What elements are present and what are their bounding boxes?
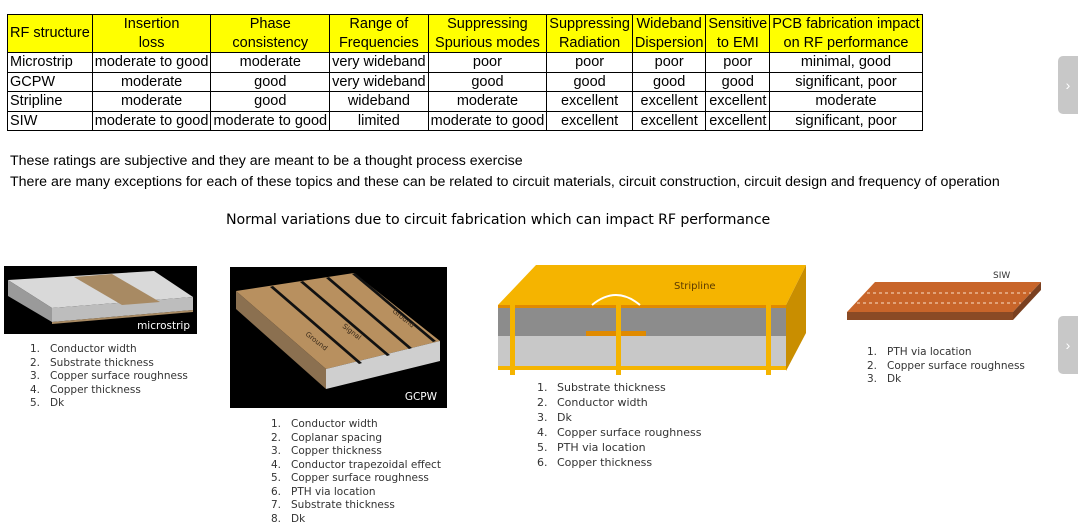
- table-cell: excellent: [632, 92, 706, 112]
- table-cell: significant, poor: [770, 72, 922, 92]
- list-item: 5.Copper surface roughness: [271, 472, 441, 486]
- table-cell: poor: [547, 53, 633, 73]
- table-cell: minimal, good: [770, 53, 922, 73]
- gcpw-figure: Signal Ground Ground GCPW: [230, 267, 447, 408]
- list-item: 3.Dk: [537, 410, 701, 425]
- table-row: Microstrip moderate to good moderate ver…: [8, 53, 923, 73]
- list-item: 3.Copper surface roughness: [30, 370, 188, 384]
- table-cell: very wideband: [330, 53, 429, 73]
- list-item: 3.Dk: [867, 373, 1025, 387]
- list-item: 4.Copper surface roughness: [537, 425, 701, 440]
- list-item: 2.Copper surface roughness: [867, 360, 1025, 374]
- table-cell: excellent: [706, 92, 770, 112]
- table-cell: excellent: [632, 111, 706, 131]
- list-item: 2.Conductor width: [537, 395, 701, 410]
- list-item: 5.PTH via location: [537, 440, 701, 455]
- table-cell: moderate to good: [92, 53, 211, 73]
- table-cell: limited: [330, 111, 429, 131]
- list-item: 2.Coplanar spacing: [271, 432, 441, 446]
- table-row: SIW moderate to good moderate to good li…: [8, 111, 923, 131]
- list-item: 4.Copper thickness: [30, 384, 188, 398]
- list-item: 3.Copper thickness: [271, 445, 441, 459]
- table-cell: good: [706, 72, 770, 92]
- slider-next-button-lower[interactable]: ›: [1058, 316, 1078, 374]
- table-cell: moderate: [428, 92, 547, 112]
- table-cell: excellent: [547, 92, 633, 112]
- stripline-figure: Stripline: [496, 263, 810, 375]
- table-cell: good: [632, 72, 706, 92]
- list-item: 2.Substrate thickness: [30, 357, 188, 371]
- microstrip-list: 1.Conductor width 2.Substrate thickness …: [30, 343, 188, 411]
- table-cell: excellent: [547, 111, 633, 131]
- section-subtitle: Normal variations due to circuit fabrica…: [226, 212, 770, 228]
- table-cell: very wideband: [330, 72, 429, 92]
- table-cell: poor: [428, 53, 547, 73]
- list-item: 5.Dk: [30, 397, 188, 411]
- table-cell: excellent: [706, 111, 770, 131]
- list-item: 1.Conductor width: [30, 343, 188, 357]
- table-cell: moderate: [770, 92, 922, 112]
- list-item: 1.Conductor width: [271, 418, 441, 432]
- table-cell: poor: [632, 53, 706, 73]
- list-item: 1.Substrate thickness: [537, 380, 701, 395]
- gcpw-list: 1.Conductor width 2.Coplanar spacing 3.C…: [271, 418, 441, 526]
- siw-figure: SIW: [845, 268, 1045, 330]
- stripline-list: 1.Substrate thickness 2.Conductor width …: [537, 380, 701, 470]
- slider-next-button[interactable]: ›: [1058, 56, 1078, 114]
- table-cell: moderate: [92, 92, 211, 112]
- header-rf-structure: RF structure: [8, 15, 93, 53]
- table-cell: GCPW: [8, 72, 93, 92]
- table-cell: good: [428, 72, 547, 92]
- microstrip-label: microstrip: [137, 320, 190, 332]
- table-row: Stripline moderate good wideband moderat…: [8, 92, 923, 112]
- stripline-label: Stripline: [674, 281, 716, 292]
- note-subjective: These ratings are subjective and they ar…: [10, 153, 523, 169]
- table-cell: Stripline: [8, 92, 93, 112]
- table-cell: poor: [706, 53, 770, 73]
- siw-label: SIW: [993, 271, 1010, 281]
- list-item: 4.Conductor trapezoidal effect: [271, 459, 441, 473]
- list-item: 6.Copper thickness: [537, 455, 701, 470]
- list-item: 6.PTH via location: [271, 486, 441, 500]
- list-item: 7.Substrate thickness: [271, 499, 441, 513]
- table-cell: moderate to good: [211, 111, 330, 131]
- table-cell: good: [547, 72, 633, 92]
- table-cell: significant, poor: [770, 111, 922, 131]
- table-cell: moderate: [211, 53, 330, 73]
- siw-list: 1.PTH via location 2.Copper surface roug…: [867, 346, 1025, 387]
- table-cell: SIW: [8, 111, 93, 131]
- table-cell: good: [211, 92, 330, 112]
- table-cell: wideband: [330, 92, 429, 112]
- note-exceptions: There are many exceptions for each of th…: [10, 174, 1000, 190]
- table-cell: moderate: [92, 72, 211, 92]
- list-item: 1.PTH via location: [867, 346, 1025, 360]
- list-item: 8.Dk: [271, 513, 441, 526]
- table-cell: moderate to good: [428, 111, 547, 131]
- chevron-right-icon: ›: [1066, 337, 1071, 353]
- microstrip-figure: microstrip: [4, 266, 197, 334]
- chevron-right-icon: ›: [1066, 77, 1071, 93]
- table-cell: moderate to good: [92, 111, 211, 131]
- table-row: GCPW moderate good very wideband good go…: [8, 72, 923, 92]
- table-cell: good: [211, 72, 330, 92]
- table-cell: Microstrip: [8, 53, 93, 73]
- gcpw-label: GCPW: [405, 391, 438, 403]
